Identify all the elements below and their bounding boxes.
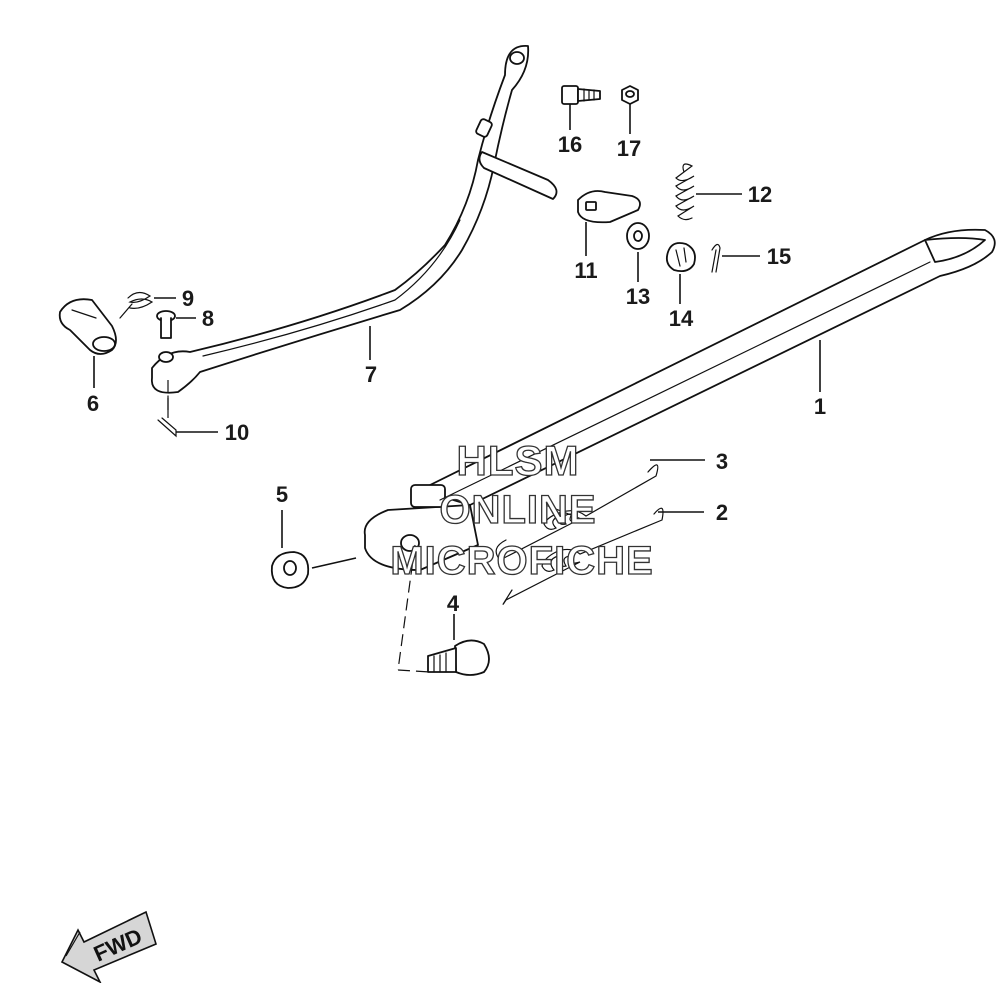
side-stand-icon: [363, 228, 996, 571]
cotter-pin-icon: [157, 395, 177, 438]
assembly-line: [397, 544, 431, 673]
part-number-1[interactable]: 1: [814, 394, 826, 419]
cotter-pin-icon: [711, 243, 721, 273]
nut-icon: [621, 85, 639, 105]
watermark-line-3: MICROFICHE: [390, 539, 653, 583]
washer-icon: [626, 222, 650, 250]
spring-icon: [675, 163, 695, 221]
part-number-11[interactable]: 11: [574, 258, 597, 283]
part-number-14[interactable]: 14: [669, 306, 694, 331]
forward-arrow-icon: FWD: [60, 910, 157, 983]
part-number-2[interactable]: 2: [716, 500, 728, 525]
part-number-6[interactable]: 6: [87, 391, 99, 416]
part-number-3[interactable]: 3: [716, 449, 728, 474]
bolt-icon: [561, 85, 601, 105]
plate-icon: [577, 190, 641, 224]
watermark-line-2: ONLINE: [439, 488, 596, 532]
leader-lines: [93, 104, 821, 640]
watermark-line-1: HLSM: [457, 437, 580, 484]
nut-icon: [665, 242, 696, 273]
brake-pedal-icon: [151, 45, 558, 394]
part-number-15[interactable]: 15: [767, 244, 791, 269]
spring-icon: [495, 464, 659, 561]
nut-icon: [270, 551, 310, 589]
part-number-17[interactable]: 17: [617, 136, 641, 161]
part-number-8[interactable]: 8: [202, 306, 214, 331]
bolt-icon: [427, 639, 490, 676]
part-number-4[interactable]: 4: [447, 591, 460, 616]
part-number-16[interactable]: 16: [558, 132, 582, 157]
spring-icon: [502, 507, 664, 605]
part-number-12[interactable]: 12: [748, 182, 772, 207]
part-number-7[interactable]: 7: [365, 362, 377, 387]
spring-icon: [119, 291, 154, 319]
part-number-10[interactable]: 10: [225, 420, 249, 445]
part-number-13[interactable]: 13: [626, 284, 650, 309]
part-number-9[interactable]: 9: [182, 286, 194, 311]
bracket-icon: [58, 298, 117, 355]
part-number-5[interactable]: 5: [276, 482, 288, 507]
pin-icon: [156, 310, 176, 339]
watermark: HLSM ONLINE MICROFICHE: [390, 436, 654, 583]
